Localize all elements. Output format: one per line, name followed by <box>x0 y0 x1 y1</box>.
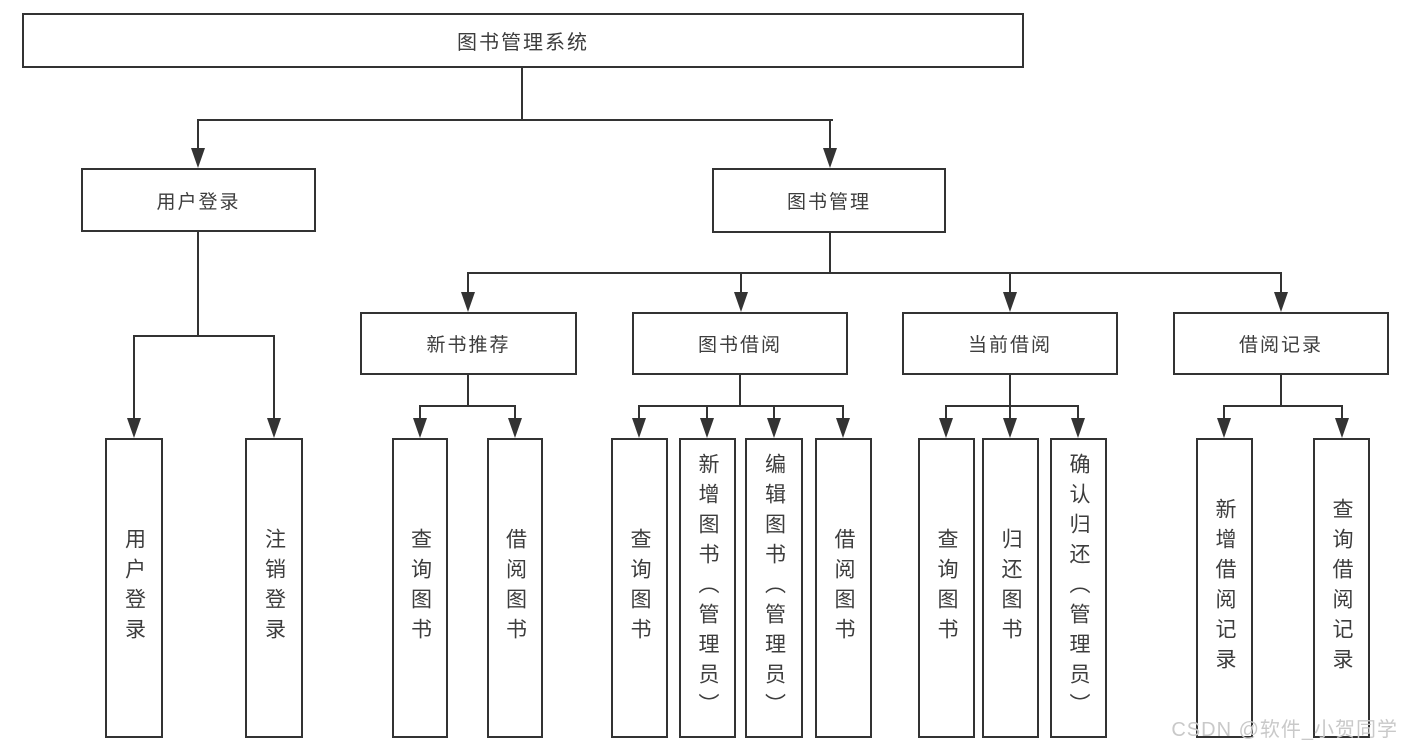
connector-arrowhead <box>127 418 141 438</box>
connector-arrowhead <box>508 418 522 438</box>
connector-line <box>467 272 469 293</box>
node-leaf-user-login: 用户登录 <box>105 438 163 738</box>
connector-line <box>638 405 844 407</box>
connector-arrowhead <box>191 148 205 168</box>
connector-line <box>197 119 833 121</box>
connector-arrowhead <box>267 418 281 438</box>
connector-arrowhead <box>413 418 427 438</box>
node-borrow-query-books: 查询图书 <box>611 438 668 738</box>
node-borrow-add-books-admin: 新增图书（管理员） <box>679 438 736 738</box>
node-new-book-recommend: 新书推荐 <box>360 312 577 375</box>
connector-line <box>739 375 741 406</box>
connector-arrowhead <box>1003 418 1017 438</box>
connector-line <box>773 405 775 419</box>
connector-line <box>829 119 831 149</box>
node-book-management: 图书管理 <box>712 168 946 233</box>
connector-line <box>1223 405 1225 419</box>
connector-arrowhead <box>823 148 837 168</box>
node-borrow-records: 借阅记录 <box>1173 312 1389 375</box>
node-records-query-record: 查询借阅记录 <box>1313 438 1370 738</box>
connector-line <box>1009 272 1011 293</box>
connector-arrowhead <box>461 292 475 312</box>
connector-line <box>945 405 947 419</box>
connector-arrowhead <box>767 418 781 438</box>
connector-line <box>1077 405 1079 419</box>
connector-arrowhead <box>700 418 714 438</box>
node-newbook-query-books: 查询图书 <box>392 438 448 738</box>
connector-arrowhead <box>836 418 850 438</box>
connector-line <box>419 405 516 407</box>
connector-line <box>133 335 135 419</box>
connector-line <box>419 405 421 419</box>
connector-arrowhead <box>1003 292 1017 312</box>
node-borrow-edit-books-admin: 编辑图书（管理员） <box>745 438 803 738</box>
node-current-borrow: 当前借阅 <box>902 312 1118 375</box>
connector-arrowhead <box>1274 292 1288 312</box>
connector-line <box>521 67 523 120</box>
connector-line <box>1280 272 1282 293</box>
connector-arrowhead <box>1217 418 1231 438</box>
connector-line <box>514 405 516 419</box>
connector-line <box>1341 405 1343 419</box>
node-borrow-borrow-books: 借阅图书 <box>815 438 872 738</box>
node-current-return-books: 归还图书 <box>982 438 1039 738</box>
connector-arrowhead <box>632 418 646 438</box>
node-newbook-borrow-books: 借阅图书 <box>487 438 543 738</box>
node-current-query-books: 查询图书 <box>918 438 975 738</box>
connector-line <box>945 405 1079 407</box>
connector-line <box>1223 405 1343 407</box>
connector-line <box>842 405 844 419</box>
connector-line <box>467 375 469 406</box>
node-book-borrow: 图书借阅 <box>632 312 848 375</box>
connector-line <box>197 119 199 149</box>
connector-line <box>1009 405 1011 419</box>
node-user-login: 用户登录 <box>81 168 316 232</box>
connector-line <box>638 405 640 419</box>
watermark: CSDN @软件_小贺同学 <box>1171 719 1398 741</box>
connector-line <box>706 405 708 419</box>
connector-arrowhead <box>734 292 748 312</box>
connector-line <box>740 272 742 293</box>
connector-line <box>273 335 275 419</box>
node-leaf-logout: 注销登录 <box>245 438 303 738</box>
node-current-confirm-return-admin: 确认归还（管理员） <box>1050 438 1107 738</box>
connector-arrowhead <box>1071 418 1085 438</box>
connector-line <box>1280 375 1282 406</box>
node-root: 图书管理系统 <box>22 13 1024 68</box>
connector-line <box>829 233 831 273</box>
connector-line <box>133 335 275 337</box>
node-records-add-record: 新增借阅记录 <box>1196 438 1253 738</box>
connector-line <box>197 232 199 336</box>
connector-line <box>467 272 1282 274</box>
connector-arrowhead <box>1335 418 1349 438</box>
connector-arrowhead <box>939 418 953 438</box>
connector-line <box>1009 375 1011 406</box>
